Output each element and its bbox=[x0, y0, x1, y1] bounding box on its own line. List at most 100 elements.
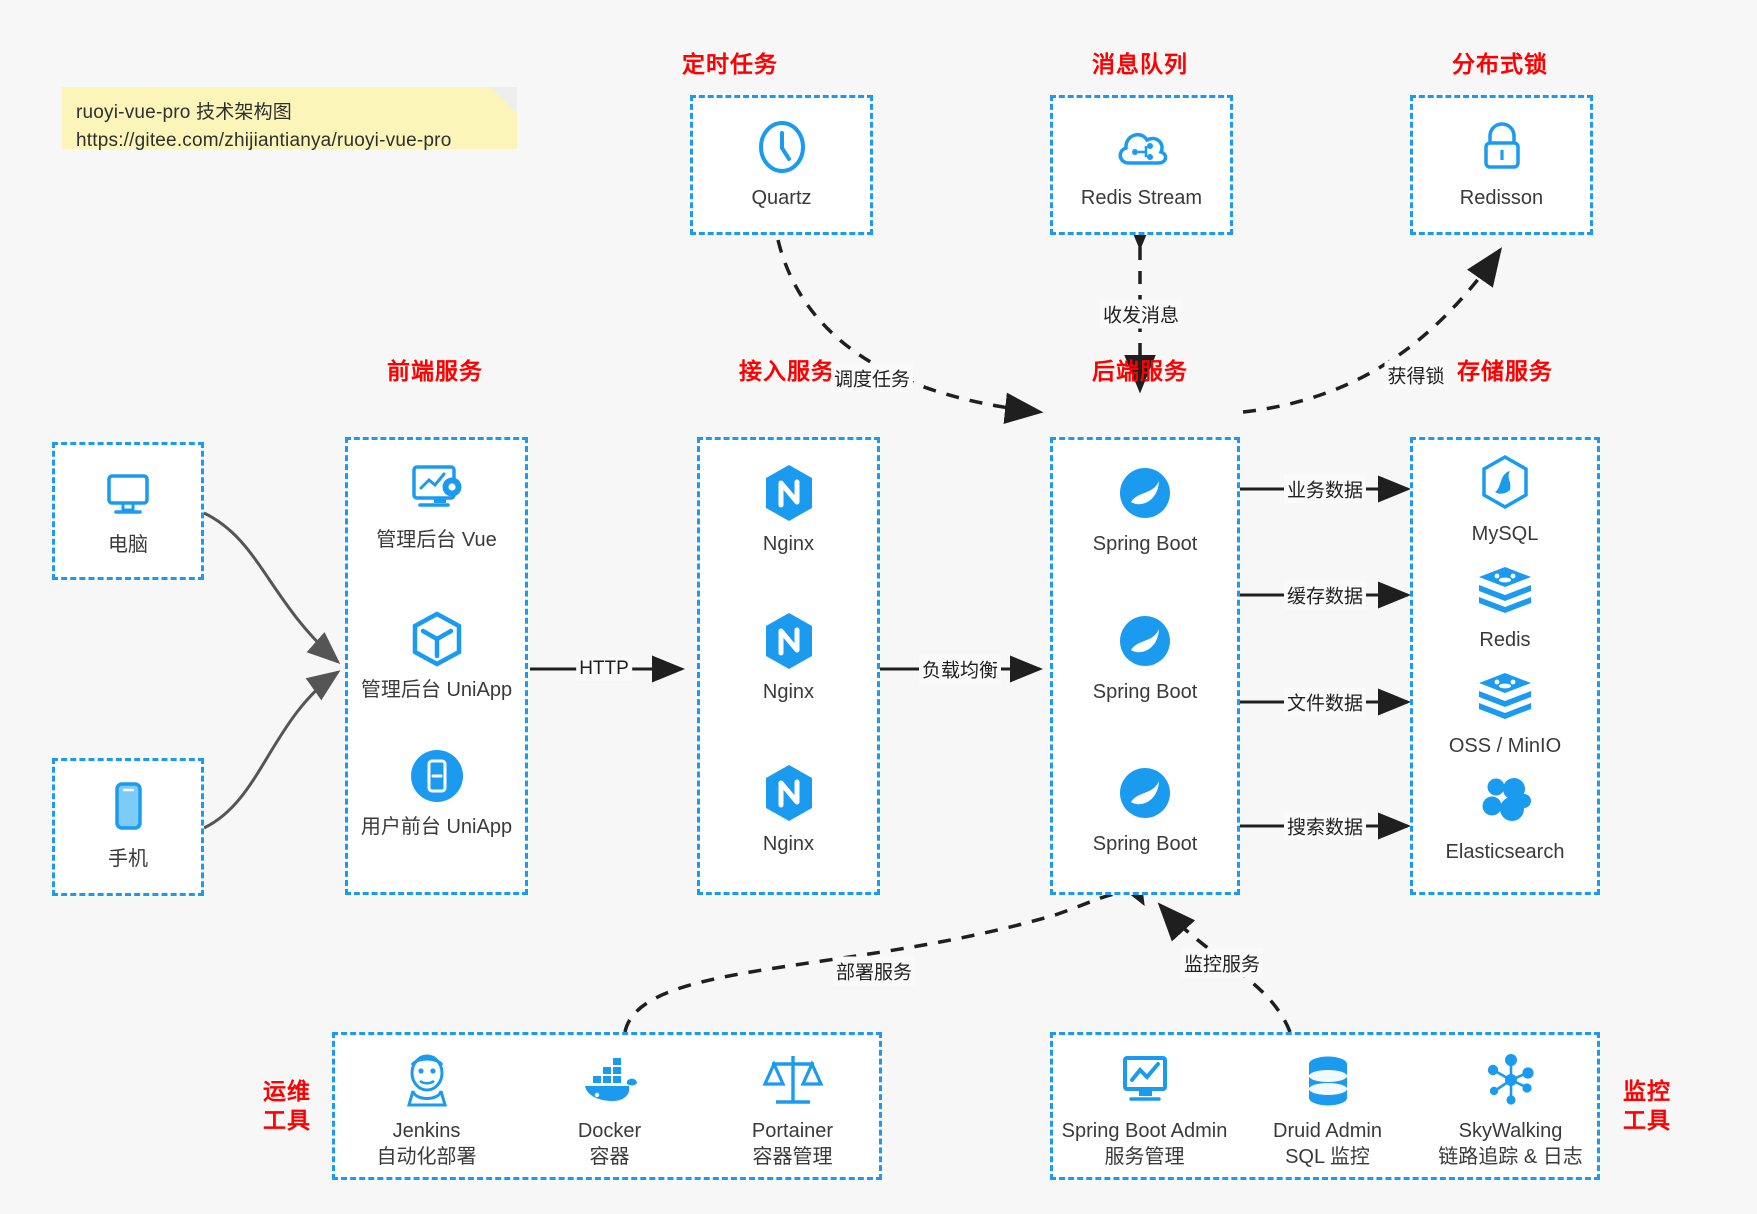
title-note: ruoyi-vue-pro 技术架构图 https://gitee.com/zh… bbox=[62, 87, 517, 151]
edge-label-cache-data: 缓存数据 bbox=[1283, 580, 1367, 610]
group-backend: Spring Boot Spring Boot Spring Boot bbox=[1050, 437, 1240, 895]
note-fold-corner bbox=[491, 87, 517, 113]
node-nginx-3[interactable]: Nginx bbox=[700, 762, 877, 857]
group-client-mobile: 手机 bbox=[52, 758, 204, 896]
node-spring-boot-1[interactable]: Spring Boot bbox=[1053, 462, 1237, 557]
group-gateway: Nginx Nginx Nginx bbox=[697, 437, 880, 895]
redis-icon bbox=[1475, 558, 1535, 620]
dashboard-gear-icon bbox=[406, 458, 468, 520]
node-label: SkyWalking bbox=[1458, 1120, 1563, 1142]
edge-label-business-data: 业务数据 bbox=[1283, 474, 1367, 504]
node-redis[interactable]: Redis bbox=[1413, 558, 1597, 653]
node-nginx-1[interactable]: Nginx bbox=[700, 462, 877, 557]
node-label: 管理后台 Vue bbox=[376, 529, 497, 551]
node-docker[interactable]: Docker 容器 bbox=[518, 1049, 701, 1170]
node-spring-boot-admin[interactable]: Spring Boot Admin 服务管理 bbox=[1053, 1049, 1236, 1170]
cube-icon bbox=[408, 608, 466, 670]
node-sublabel: 容器管理 bbox=[752, 1146, 833, 1168]
mysql-icon bbox=[1477, 452, 1533, 514]
node-admin-vue[interactable]: 管理后台 Vue bbox=[348, 458, 525, 553]
node-label: Redisson bbox=[1459, 187, 1544, 209]
nginx-icon bbox=[761, 762, 817, 824]
node-label: Druid Admin bbox=[1273, 1120, 1382, 1142]
group-storage: MySQL Redis bbox=[1410, 437, 1600, 895]
node-mobile[interactable]: 手机 bbox=[55, 777, 201, 872]
monitor-chart-icon bbox=[1115, 1049, 1175, 1111]
node-label: OSS / MinIO bbox=[1448, 735, 1562, 757]
node-label: Nginx bbox=[762, 833, 815, 855]
node-sublabel: 服务管理 bbox=[1104, 1146, 1185, 1168]
node-redisson[interactable]: Redisson bbox=[1413, 116, 1590, 211]
node-label: Jenkins bbox=[392, 1120, 461, 1142]
node-label: Nginx bbox=[762, 681, 815, 703]
mobile-icon bbox=[108, 777, 148, 839]
caption-scheduled-task: 定时任务 bbox=[682, 51, 778, 77]
docker-icon bbox=[579, 1049, 641, 1111]
note-url: https://gitee.com/zhijiantianya/ruoyi-vu… bbox=[76, 129, 452, 151]
group-scheduled-task: Quartz bbox=[690, 95, 873, 235]
elasticsearch-icon bbox=[1476, 770, 1534, 832]
node-admin-uniapp[interactable]: 管理后台 UniApp bbox=[348, 608, 525, 703]
node-druid-admin[interactable]: Druid Admin SQL 监控 bbox=[1236, 1049, 1419, 1170]
spring-icon bbox=[1116, 762, 1174, 824]
node-spring-boot-2[interactable]: Spring Boot bbox=[1053, 610, 1237, 705]
group-client-desktop: 电脑 bbox=[52, 442, 204, 580]
node-spring-boot-3[interactable]: Spring Boot bbox=[1053, 762, 1237, 857]
database-icon bbox=[1302, 1049, 1354, 1111]
oss-icon bbox=[1475, 664, 1535, 726]
lock-icon bbox=[1477, 116, 1527, 178]
skywalking-icon bbox=[1482, 1049, 1540, 1111]
node-label: Elasticsearch bbox=[1445, 841, 1565, 863]
node-sublabel: SQL 监控 bbox=[1285, 1146, 1370, 1168]
node-oss-minio[interactable]: OSS / MinIO bbox=[1413, 664, 1597, 759]
edge-label-monitor-service: 监控服务 bbox=[1180, 948, 1264, 978]
group-frontend: 管理后台 Vue 管理后台 UniApp 用户前台 UniApp bbox=[345, 437, 528, 895]
spring-icon bbox=[1116, 462, 1174, 524]
portainer-icon bbox=[762, 1049, 824, 1111]
node-sublabel: 链路追踪 & 日志 bbox=[1438, 1146, 1583, 1168]
edge-label-send-receive-message: 收发消息 bbox=[1099, 299, 1183, 329]
caption-devops: 运维 工具 bbox=[252, 1077, 322, 1135]
node-sublabel: 自动化部署 bbox=[376, 1146, 477, 1168]
node-label: Quartz bbox=[751, 187, 812, 209]
edge-label-load-balance: 负载均衡 bbox=[918, 654, 1002, 684]
phone-app-icon bbox=[408, 745, 466, 807]
node-label: Redis bbox=[1479, 629, 1531, 651]
node-redis-stream[interactable]: Redis Stream bbox=[1053, 116, 1230, 211]
node-nginx-2[interactable]: Nginx bbox=[700, 610, 877, 705]
edge-label-file-data: 文件数据 bbox=[1283, 687, 1367, 717]
node-skywalking[interactable]: SkyWalking 链路追踪 & 日志 bbox=[1419, 1049, 1602, 1170]
edge-label-deploy-service: 部署服务 bbox=[832, 956, 916, 986]
node-quartz[interactable]: Quartz bbox=[693, 116, 870, 211]
node-label: Spring Boot bbox=[1092, 833, 1198, 855]
node-desktop[interactable]: 电脑 bbox=[55, 463, 201, 558]
node-label: 管理后台 UniApp bbox=[360, 679, 513, 701]
node-mysql[interactable]: MySQL bbox=[1413, 452, 1597, 547]
node-label: 手机 bbox=[108, 848, 148, 870]
node-elasticsearch[interactable]: Elasticsearch bbox=[1413, 770, 1597, 865]
edge-label-schedule-task: 调度任务 bbox=[830, 363, 914, 393]
caption-distributed-lock: 分布式锁 bbox=[1452, 51, 1548, 77]
node-label: MySQL bbox=[1471, 523, 1539, 545]
clock-icon bbox=[754, 116, 810, 178]
node-label: Spring Boot Admin bbox=[1061, 1120, 1228, 1142]
node-label: Redis Stream bbox=[1080, 187, 1203, 209]
jenkins-icon bbox=[399, 1049, 455, 1111]
caption-devops-line1: 运维 bbox=[263, 1078, 311, 1104]
node-label: Portainer bbox=[751, 1120, 834, 1142]
edge-label-acquire-lock: 获得锁 bbox=[1384, 360, 1448, 390]
caption-devops-line2: 工具 bbox=[263, 1106, 311, 1133]
desktop-icon bbox=[101, 463, 155, 525]
caption-frontend: 前端服务 bbox=[387, 358, 483, 384]
node-portainer[interactable]: Portainer 容器管理 bbox=[701, 1049, 884, 1170]
note-title: ruoyi-vue-pro 技术架构图 bbox=[76, 102, 293, 123]
caption-monitoring-line1: 监控 bbox=[1623, 1078, 1671, 1104]
node-label: Spring Boot bbox=[1092, 533, 1198, 555]
spring-icon bbox=[1116, 610, 1174, 672]
node-user-uniapp[interactable]: 用户前台 UniApp bbox=[348, 745, 525, 840]
edge-label-search-data: 搜索数据 bbox=[1283, 811, 1367, 841]
node-jenkins[interactable]: Jenkins 自动化部署 bbox=[335, 1049, 518, 1170]
group-distributed-lock: Redisson bbox=[1410, 95, 1593, 235]
caption-monitoring: 监控 工具 bbox=[1612, 1077, 1682, 1135]
